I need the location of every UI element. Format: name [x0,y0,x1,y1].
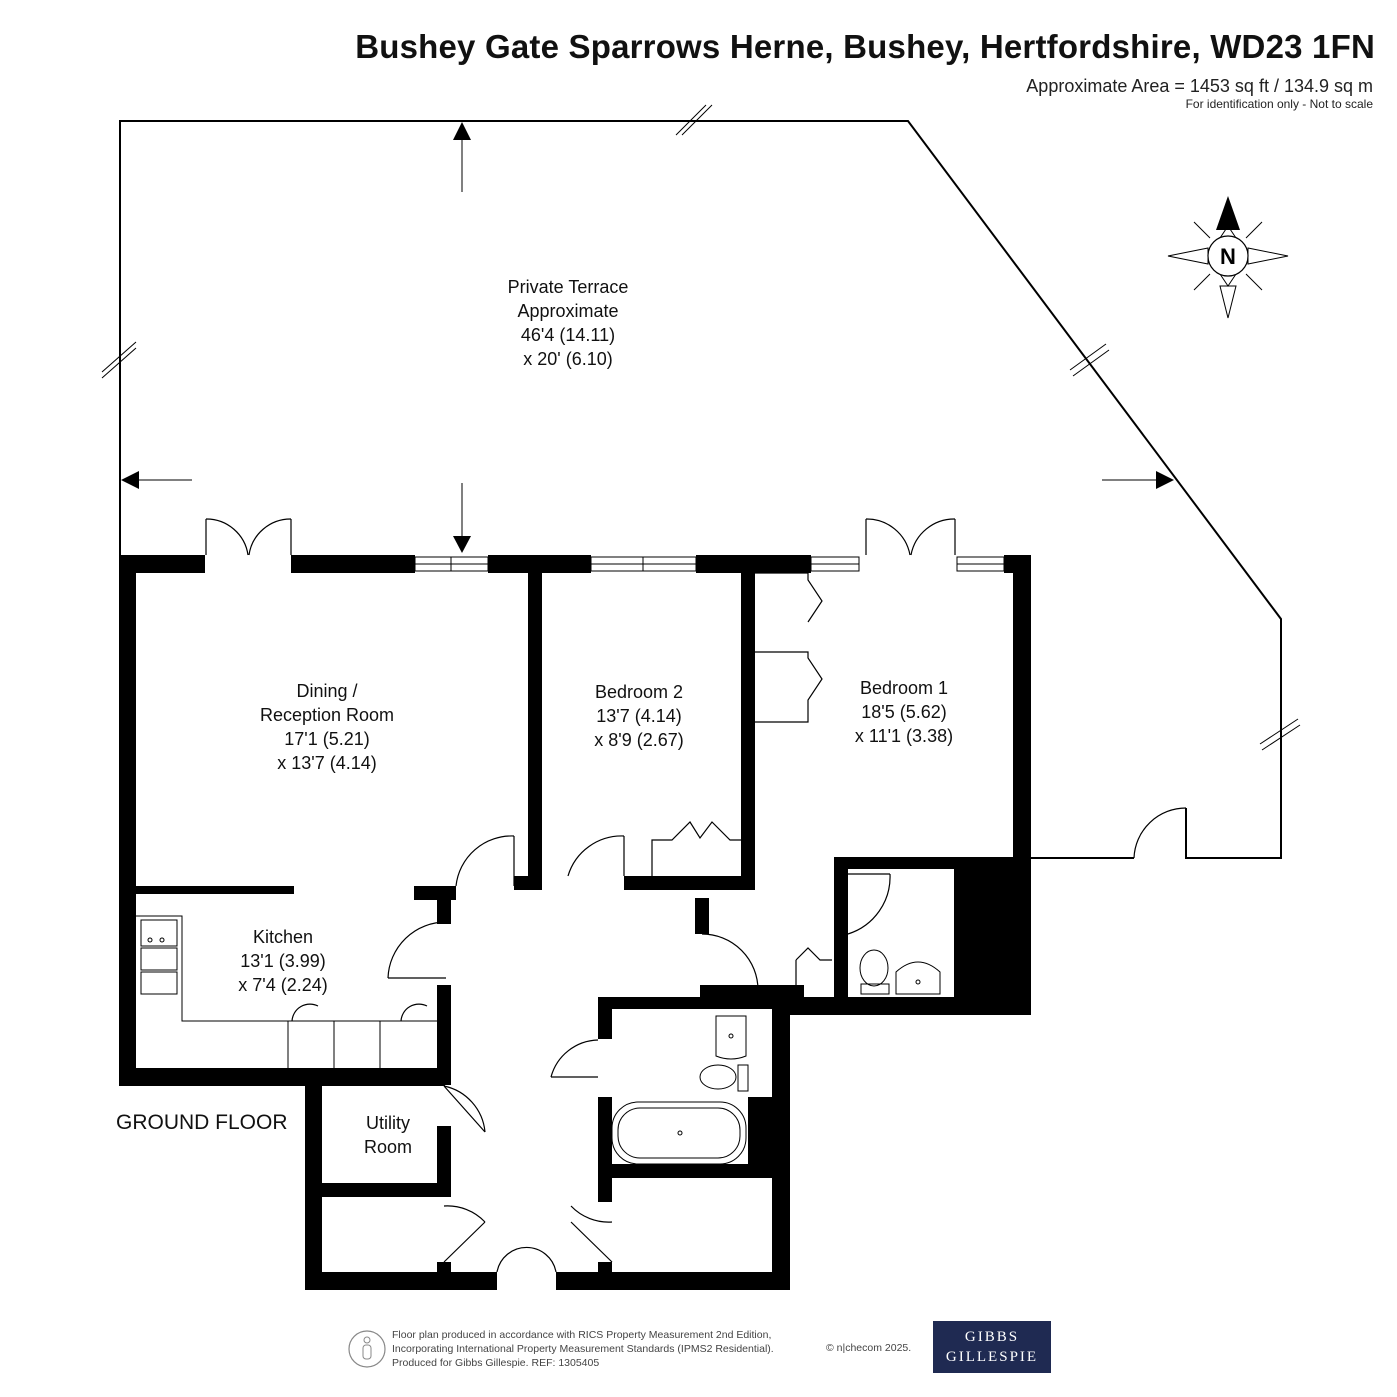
footer-line-1: Floor plan produced in accordance with R… [392,1329,772,1341]
bedroom1-label-2: 18'5 (5.62) [861,702,947,722]
terrace-label-1: Private Terrace [508,277,629,297]
kitchen-label-2: 13'1 (3.99) [240,951,326,971]
bedroom2-label-3: x 8'9 (2.67) [594,730,683,750]
utility-label-1: Utility [366,1113,410,1133]
utility-label-2: Room [364,1137,412,1157]
logo-line-2: GILLESPIE [945,1349,1039,1365]
terrace-outline [101,104,1301,859]
dimension-arrows [121,122,1174,553]
logo-line-1: GIBBS [964,1329,1020,1345]
gibbs-gillespie-logo: GIBBS GILLESPIE [933,1321,1051,1373]
person-measurement-icon [348,1330,386,1368]
bedroom1-label-3: x 11'1 (3.38) [855,726,953,746]
footer-notes: Floor plan produced in accordance with R… [392,1328,774,1370]
footer-line-2: Incorporating International Property Mea… [392,1343,774,1355]
kitchen-label-1: Kitchen [253,927,313,947]
dining-label-4: x 13'7 (4.14) [277,753,377,773]
terrace-label-3: 46'4 (14.11) [521,325,615,345]
walls [119,555,1031,1290]
compass-north-label: N [1220,244,1236,269]
terrace-label-4: x 20' (6.10) [523,349,612,369]
property-address-title: Bushey Gate Sparrows Herne, Bushey, Hert… [355,28,1375,65]
kitchen-label-3: x 7'4 (2.24) [238,975,327,995]
room-labels: Private Terrace Approximate 46'4 (14.11)… [238,277,953,1157]
footer-line-3: Produced for Gibbs Gillespie. REF: 13054… [392,1357,600,1369]
dining-label-3: 17'1 (5.21) [284,729,370,749]
fixtures [136,871,1009,1165]
footer-copyright: © n|checom 2025. [826,1342,912,1354]
dining-label-2: Reception Room [260,705,394,725]
windows [414,556,1005,572]
scale-note: For identification only - Not to scale [1185,97,1373,111]
bedroom2-label-2: 13'7 (4.14) [596,706,682,726]
bedroom2-label-1: Bedroom 2 [595,682,683,702]
bedroom1-label-1: Bedroom 1 [860,678,948,698]
approximate-area: Approximate Area = 1453 sq ft / 134.9 sq… [1026,76,1373,96]
compass-rose-icon: N [1167,196,1289,319]
dining-label-1: Dining / [296,681,357,701]
terrace-label-2: Approximate [517,301,618,321]
doors [205,518,956,1273]
floor-label: GROUND FLOOR [116,1111,288,1134]
